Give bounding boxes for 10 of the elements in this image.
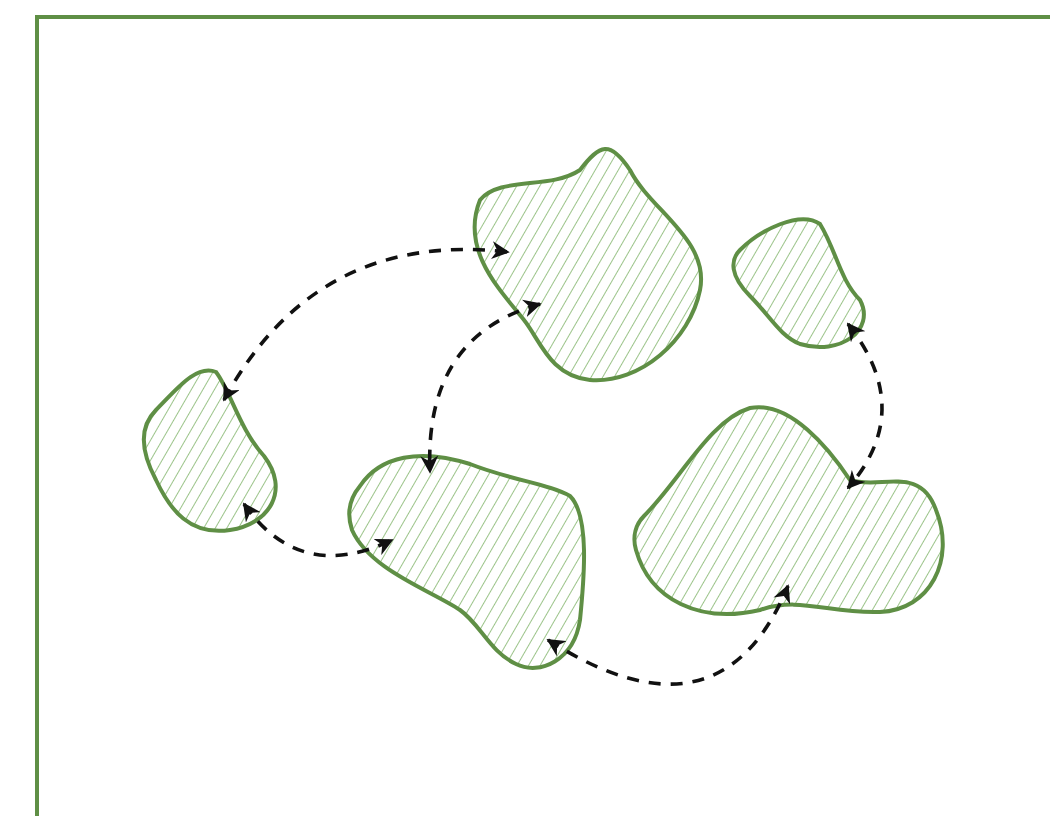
blob-shape	[472, 147, 704, 382]
dashed-arrow	[420, 300, 542, 474]
blob-shape	[142, 368, 278, 533]
blob-shape	[632, 405, 945, 616]
dashed-arrow	[242, 502, 394, 558]
blob-shape	[347, 453, 586, 670]
blob-shape	[731, 217, 866, 349]
dashed-arrow	[546, 584, 790, 686]
dashed-arrow	[222, 241, 510, 402]
dashed-arrow	[846, 322, 884, 490]
